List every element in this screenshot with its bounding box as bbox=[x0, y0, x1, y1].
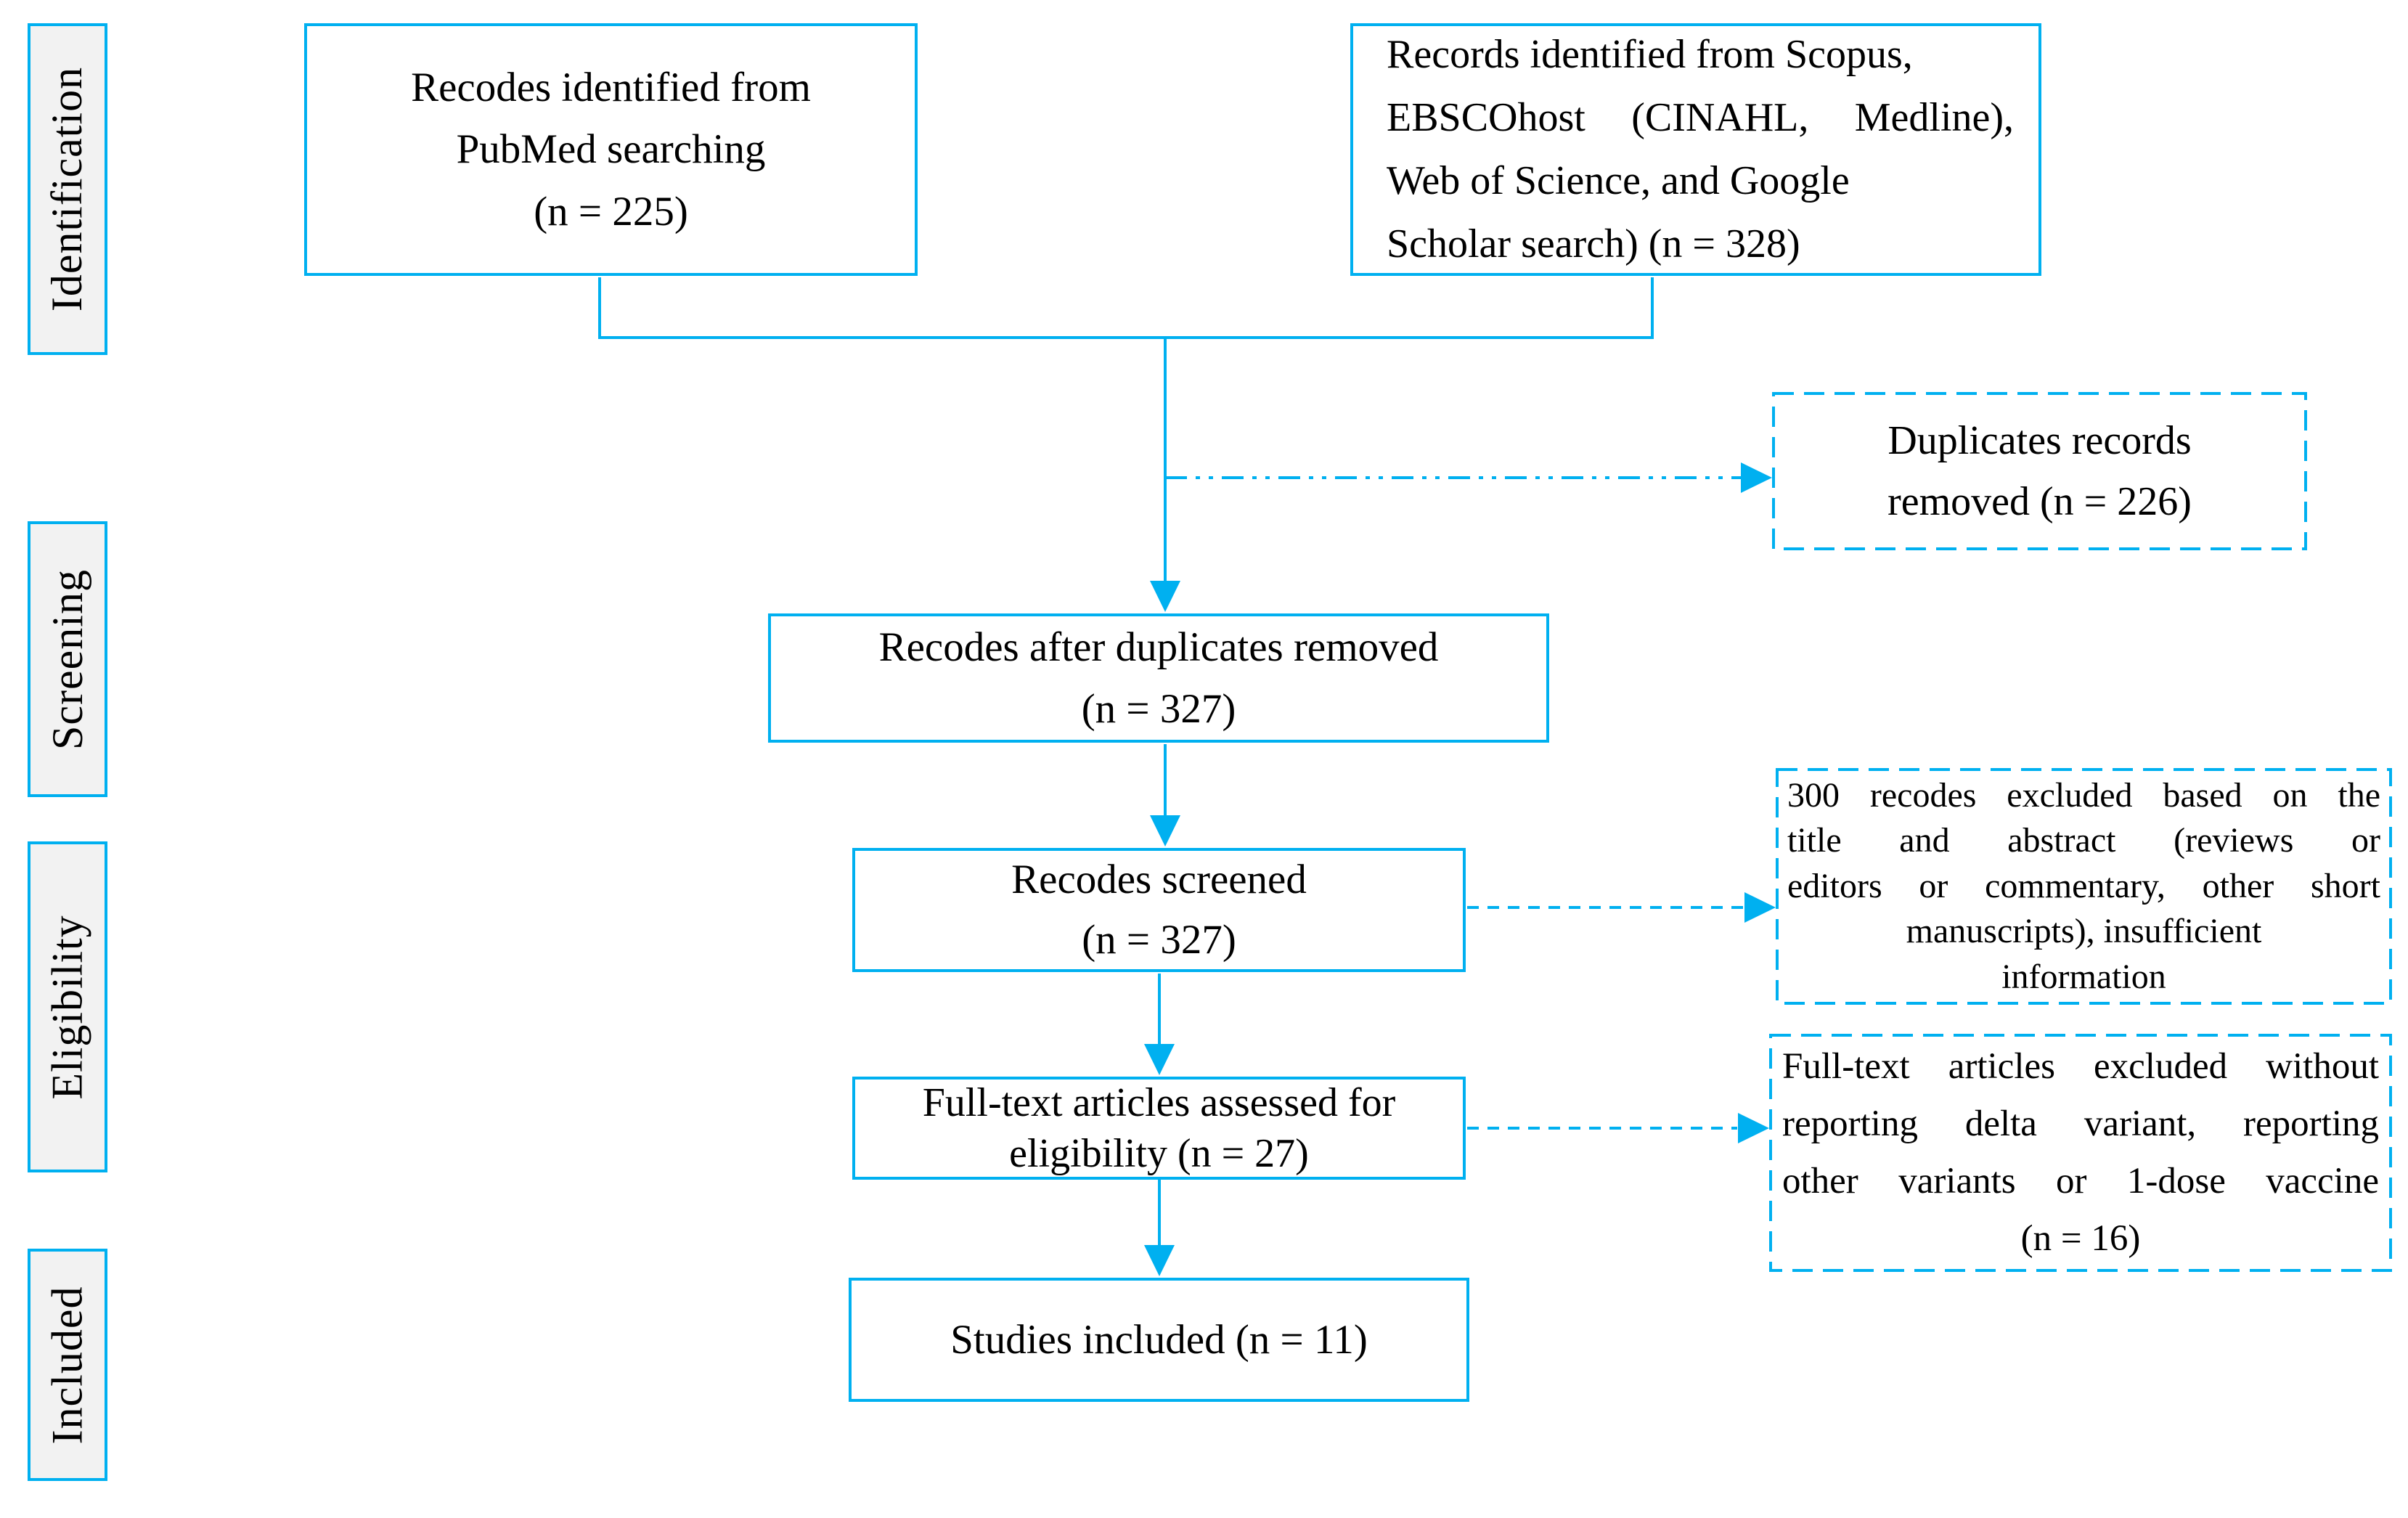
box-text-line: Web of Science, and Google bbox=[1387, 158, 1850, 203]
box-text-line: (n = 327) bbox=[1082, 916, 1236, 963]
box-text-line: (n = 327) bbox=[1081, 686, 1236, 732]
outline-excluded-screening-box bbox=[1776, 768, 2392, 1005]
box-records-screened: Recodes screened (n = 327) bbox=[852, 848, 1466, 972]
box-text-line: other variants or 1-dose vaccine bbox=[1782, 1161, 2379, 1201]
stage-label-screening: Screening bbox=[28, 521, 107, 797]
stage-label-text: Identification bbox=[43, 66, 91, 312]
box-text-line: Studies included (n = 11) bbox=[950, 1316, 1368, 1363]
box-text-line: removed (n = 226) bbox=[1887, 479, 2192, 524]
connector-merge-elbow bbox=[598, 277, 1654, 339]
box-text-line: title and abstract (reviews or bbox=[1787, 821, 2380, 860]
box-duplicates-removed: Duplicates records removed (n = 226) bbox=[1774, 393, 2306, 549]
arrowhead-excluded-fulltext bbox=[1738, 1113, 1769, 1143]
box-text-line: editors or commentary, other short bbox=[1787, 866, 2380, 905]
arrowhead-studies bbox=[1144, 1245, 1175, 1276]
box-text-line: PubMed searching bbox=[456, 126, 766, 173]
box-text-line: manuscripts), insufficient bbox=[1906, 912, 2262, 951]
box-text-line: (n = 225) bbox=[534, 188, 688, 234]
box-text-line: eligibility (n = 27) bbox=[1009, 1131, 1309, 1176]
box-text-line: EBSCOhost (CINAHL, Medline), bbox=[1387, 95, 2014, 141]
box-text-line: (n = 16) bbox=[2020, 1218, 2141, 1260]
arrowhead-excluded-screening bbox=[1744, 892, 1776, 923]
arrowhead-screened bbox=[1150, 815, 1180, 846]
arrowhead-fulltext bbox=[1144, 1044, 1175, 1075]
outline-duplicates-box bbox=[1772, 392, 2307, 550]
box-excluded-screening: 300 recodes excluded based on the title … bbox=[1777, 770, 2391, 1003]
box-records-databases: Records identified from Scopus, EBSCOhos… bbox=[1350, 23, 2041, 276]
box-text-line: reporting delta variant, reporting bbox=[1782, 1103, 2379, 1144]
box-text-line: Scholar search) (n = 328) bbox=[1387, 221, 1800, 266]
box-after-duplicates-removed: Recodes after duplicates removed (n = 32… bbox=[768, 613, 1549, 743]
box-records-pubmed: Recodes identified from PubMed searching… bbox=[304, 23, 918, 276]
box-text-line: Recodes screened bbox=[1011, 856, 1307, 902]
arrowhead-duplicates bbox=[1741, 462, 1772, 493]
stage-label-identification: Identification bbox=[28, 23, 107, 355]
box-text-line: Recodes after duplicates removed bbox=[878, 624, 1439, 670]
outline-excluded-fulltext-box bbox=[1769, 1034, 2392, 1272]
stage-label-eligibility: Eligibility bbox=[28, 841, 107, 1172]
box-text-line: Full-text articles excluded without bbox=[1782, 1045, 2379, 1087]
box-fulltext-assessed: Full-text articles assessed for eligibil… bbox=[852, 1077, 1466, 1180]
arrowhead-after-duplicates bbox=[1150, 581, 1180, 612]
box-text-line: Recodes identified from bbox=[411, 64, 811, 110]
box-text-line: Duplicates records bbox=[1887, 418, 2192, 463]
stage-label-text: Included bbox=[43, 1286, 91, 1444]
stage-label-text: Screening bbox=[43, 568, 91, 750]
stage-label-included: Included bbox=[28, 1249, 107, 1481]
box-text-line: Full-text articles assessed for bbox=[922, 1080, 1396, 1125]
box-studies-included: Studies included (n = 11) bbox=[849, 1278, 1469, 1402]
box-text-line: information bbox=[2001, 957, 2166, 996]
box-text-line: Records identified from Scopus, bbox=[1387, 32, 1913, 78]
box-text-line: 300 recodes excluded based on the bbox=[1787, 776, 2380, 815]
box-excluded-fulltext: Full-text articles excluded without repo… bbox=[1771, 1035, 2391, 1270]
stage-label-text: Eligibility bbox=[43, 914, 91, 1100]
